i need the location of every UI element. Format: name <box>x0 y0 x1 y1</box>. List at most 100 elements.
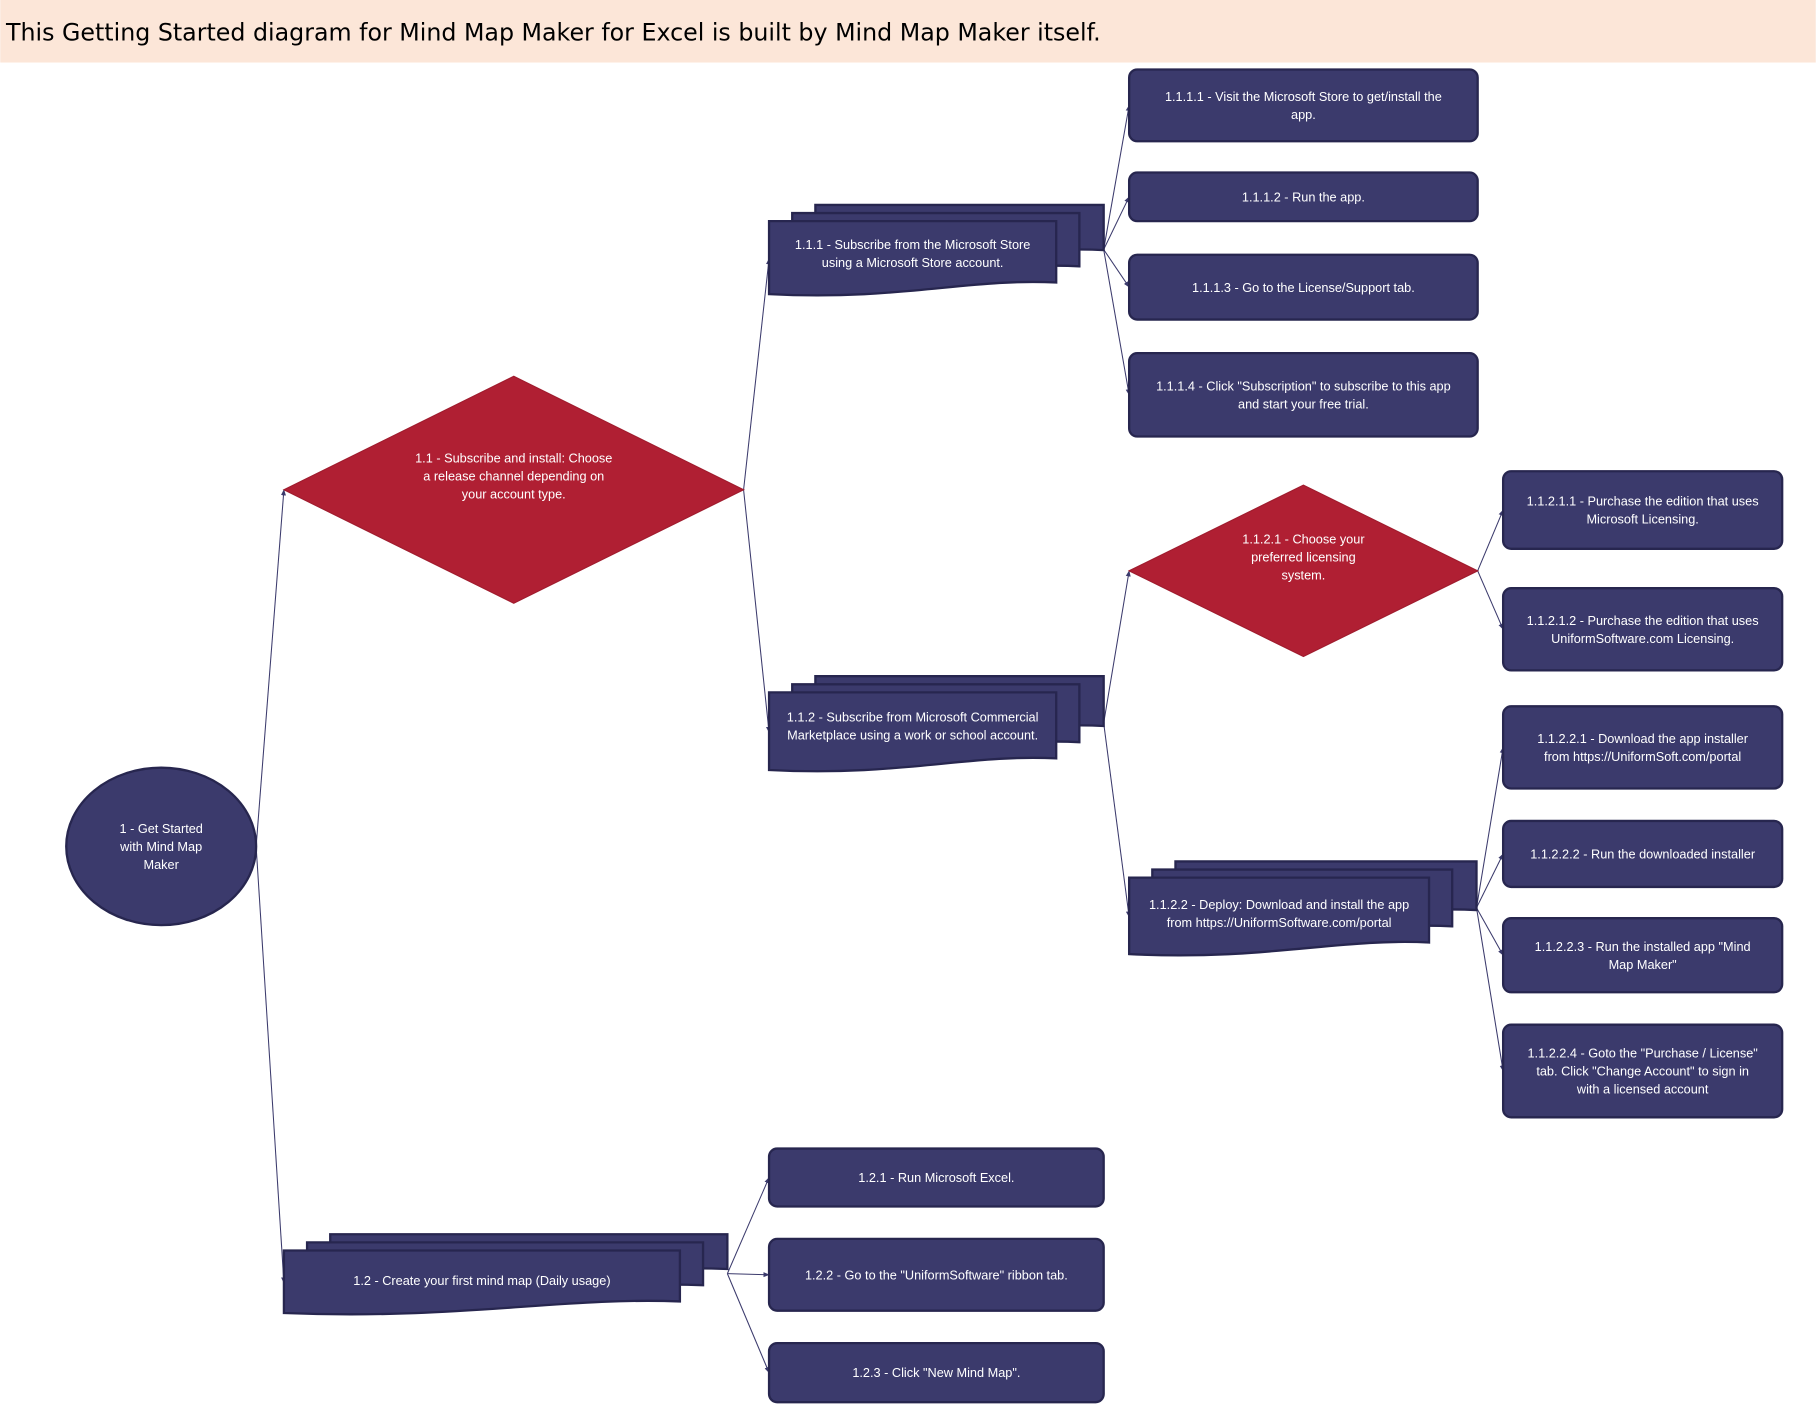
node-label: 1.1.2.2.4 - Goto the "Purchase / License… <box>1527 1046 1757 1097</box>
node-label: 1.1.2.2.2 - Run the downloaded installer <box>1530 847 1756 862</box>
node-shape-rounded-box[interactable] <box>767 1341 1105 1404</box>
node-shape-rounded-box[interactable] <box>1127 253 1479 321</box>
node-label-line: 1.1.2.2 - Deploy: Download and install t… <box>1149 897 1409 912</box>
node-label-line: Map Maker" <box>1609 957 1677 972</box>
node-1-1-1-3[interactable]: 1.1.1.3 - Go to the License/Support tab. <box>1127 253 1479 321</box>
node-label-line: 1.2.1 - Run Microsoft Excel. <box>858 1170 1014 1185</box>
node-shape-rounded-box[interactable] <box>1501 917 1784 994</box>
node-label-line: 1.1 - Subscribe and install: Choose <box>415 451 612 466</box>
node-shape-rounded-box[interactable] <box>1501 1023 1784 1119</box>
connector-12-to-123 <box>726 1273 770 1374</box>
connector-1122-to-11224 <box>1475 907 1505 1072</box>
node-label: 1.1.2.1.2 - Purchase the edition that us… <box>1527 613 1759 646</box>
node-label-line: a release channel depending on <box>423 469 604 484</box>
connectors <box>255 104 1505 1374</box>
connector-12-to-122 <box>727 1272 770 1278</box>
node-label-line: your account type. <box>462 486 566 501</box>
header-title: This Getting Started diagram for Mind Ma… <box>5 19 1101 47</box>
node-1-1-2[interactable]: 1.1.2 - Subscribe from Microsoft Commerc… <box>767 675 1105 773</box>
node-shape-rounded-box[interactable] <box>1501 819 1784 889</box>
node-label: 1.1.1.3 - Go to the License/Support tab. <box>1192 280 1415 295</box>
node-shape-document-front[interactable] <box>767 219 1058 297</box>
node-label-line: using a Microsoft Store account. <box>822 255 1004 270</box>
node-label-line: tab. Click "Change Account" to sign in <box>1536 1064 1749 1079</box>
node-1-2-2[interactable]: 1.2.2 - Go to the "UniformSoftware" ribb… <box>767 1237 1105 1312</box>
node-1-1-2-2[interactable]: 1.1.2.2 - Deploy: Download and install t… <box>1127 860 1478 957</box>
node-shape-decision-diamond[interactable] <box>282 375 745 604</box>
node-label-line: 1.2 - Create your first mind map (Daily … <box>353 1273 610 1288</box>
node-label-line: 1.1.1.4 - Click "Subscription" to subscr… <box>1156 378 1451 393</box>
connector-12-to-121 <box>726 1176 770 1274</box>
node-label-line: 1.1.2 - Subscribe from Microsoft Commerc… <box>787 710 1039 725</box>
node-label-line: 1 - Get Started <box>119 821 202 836</box>
node-1-1-2-2-4[interactable]: 1.1.2.2.4 - Goto the "Purchase / License… <box>1501 1023 1784 1119</box>
node-1-1-2-2-2[interactable]: 1.1.2.2.2 - Run the downloaded installer <box>1501 819 1784 889</box>
node-label-line: UniformSoftware.com Licensing. <box>1551 631 1734 646</box>
node-label-line: from https://UniformSoft.com/portal <box>1544 749 1741 764</box>
node-label-line: and start your free trial. <box>1238 396 1369 411</box>
node-1-1-1-1[interactable]: 1.1.1.1 - Visit the Microsoft Store to g… <box>1127 68 1479 143</box>
node-1-1[interactable]: 1.1 - Subscribe and install: Choose a rel… <box>282 375 745 604</box>
node-shape-rounded-box[interactable] <box>1127 351 1479 438</box>
connector-1122-to-11222 <box>1476 853 1504 908</box>
node-label-line: system. <box>1281 568 1325 583</box>
connector-1121-to-11211 <box>1477 509 1504 572</box>
node-label: 1.1.2.2 - Deploy: Download and install t… <box>1149 897 1409 930</box>
node-1-1-2-1-2[interactable]: 1.1.2.1.2 - Purchase the edition that us… <box>1501 587 1784 672</box>
node-label: 1.2.1 - Run Microsoft Excel. <box>858 1170 1014 1185</box>
node-label-line: with Mind Map <box>119 839 202 854</box>
node-1-1-1-4[interactable]: 1.1.1.4 - Click "Subscription" to subscr… <box>1127 351 1479 438</box>
node-shape-ellipse[interactable] <box>65 766 258 927</box>
node-label-line: 1.1.1.3 - Go to the License/Support tab. <box>1192 280 1415 295</box>
connector-111-to-1111 <box>1103 104 1131 250</box>
node-label-line: from https://UniformSoftware.com/portal <box>1167 915 1392 930</box>
node-shape-rounded-box[interactable] <box>767 1147 1105 1208</box>
node-label-line: Marketplace using a work or school accou… <box>787 728 1038 743</box>
node-label: 1.1.1.1 - Visit the Microsoft Store to g… <box>1165 89 1442 122</box>
node-shape-rounded-box[interactable] <box>1127 171 1479 223</box>
node-1-1-1[interactable]: 1.1.1 - Subscribe from the Microsoft Sto… <box>767 203 1105 297</box>
node-label: 1.2 - Create your first mind map (Daily … <box>353 1273 610 1288</box>
node-shape-rounded-box[interactable] <box>1501 705 1784 790</box>
node-label-line: Microsoft Licensing. <box>1586 512 1698 527</box>
node-1-1-1-2[interactable]: 1.1.1.2 - Run the app. <box>1127 171 1479 223</box>
node-1-2-1[interactable]: 1.2.1 - Run Microsoft Excel. <box>767 1147 1105 1208</box>
node-1-2[interactable]: 1.2 - Create your first mind map (Daily … <box>282 1233 729 1316</box>
node-label-line: 1.1.1.2 - Run the app. <box>1242 189 1365 204</box>
node-label-line: with a licensed account <box>1576 1082 1709 1097</box>
node-shape-document-front[interactable] <box>767 691 1058 773</box>
node-shape-rounded-box[interactable] <box>1501 470 1784 550</box>
node-shape-document-front[interactable] <box>282 1249 682 1316</box>
node-label: 1.1 - Subscribe and install: Choose a rel… <box>415 451 612 502</box>
connector-111-to-1113 <box>1103 249 1130 288</box>
node-1-2-3[interactable]: 1.2.3 - Click "New Mind Map". <box>767 1341 1105 1404</box>
connector-11-to-112 <box>743 489 771 733</box>
node-shape-document-front[interactable] <box>1127 876 1431 957</box>
node-shape-rounded-box[interactable] <box>1501 587 1784 672</box>
header-banner: This Getting Started diagram for Mind Ma… <box>0 0 1816 63</box>
node-label: 1.1.1.4 - Click "Subscription" to subscr… <box>1156 378 1451 411</box>
node-label-line: app. <box>1291 107 1316 122</box>
node-label-line: 1.2.3 - Click "New Mind Map". <box>852 1365 1020 1380</box>
connector-1122-to-11221 <box>1475 746 1505 908</box>
connector-111-to-1112 <box>1103 196 1130 250</box>
connector-1121-to-11212 <box>1477 570 1504 630</box>
node-label-line: 1.1.1.1 - Visit the Microsoft Store to g… <box>1165 89 1442 104</box>
connector-1122-to-11223 <box>1476 907 1504 956</box>
node-shape-rounded-box[interactable] <box>1127 68 1479 143</box>
node-shape-rounded-box[interactable] <box>767 1237 1105 1312</box>
node-1-1-2-1-1[interactable]: 1.1.2.1.1 - Purchase the edition that us… <box>1501 470 1784 550</box>
node-shape-decision-diamond[interactable] <box>1127 484 1479 658</box>
connector-112-to-1122 <box>1103 723 1131 918</box>
node-label: 1.1.2.1.1 - Purchase the edition that us… <box>1527 494 1759 527</box>
node-label-line: 1.1.2.2.2 - Run the downloaded installer <box>1530 847 1756 862</box>
